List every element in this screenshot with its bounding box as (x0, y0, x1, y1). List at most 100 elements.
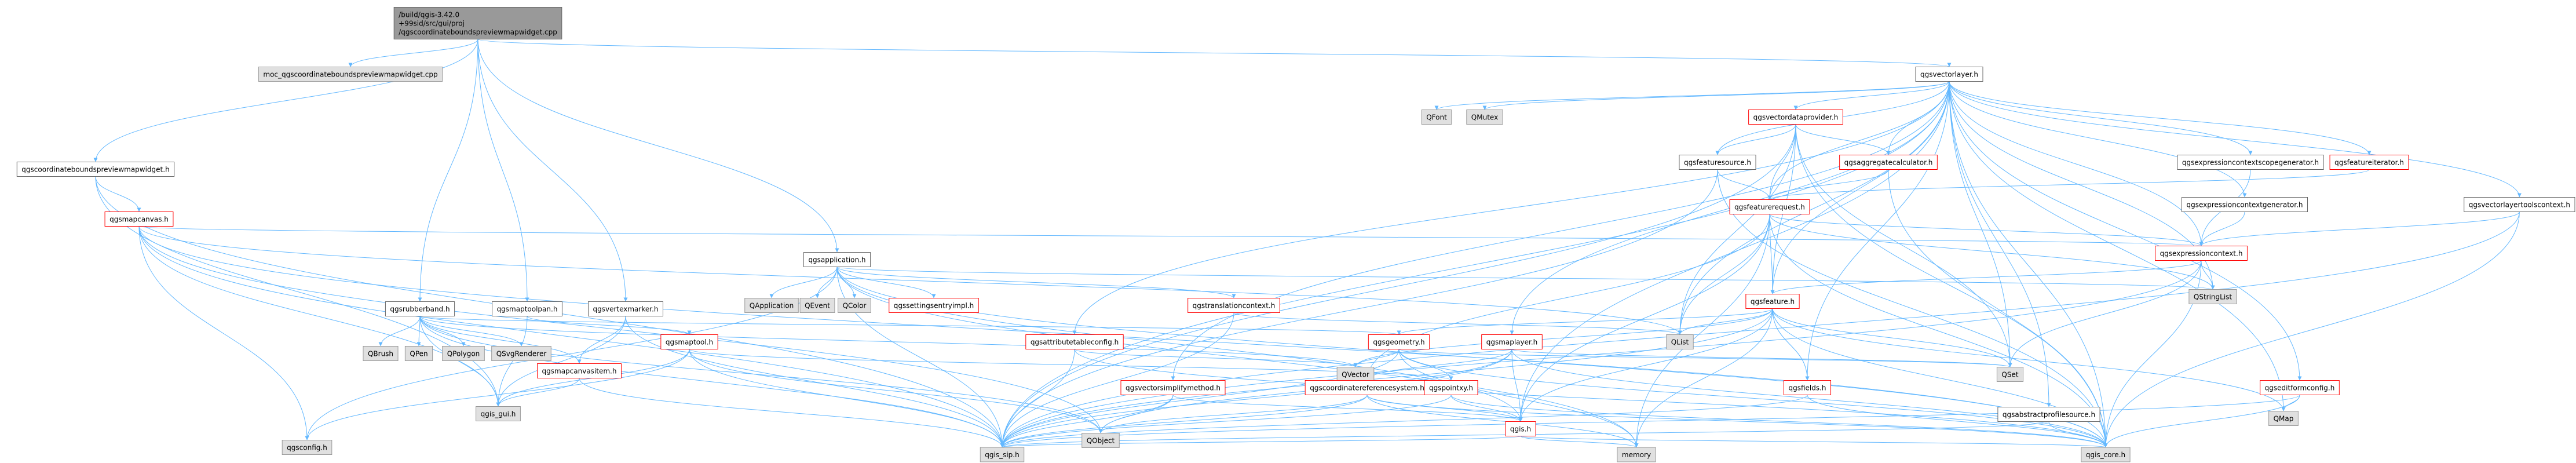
node-exprctx[interactable]: qgsexpressioncontext.h (2155, 246, 2248, 261)
node-qpolygon[interactable]: QPolygon (442, 346, 485, 361)
node-qfont[interactable]: QFont (1421, 110, 1452, 125)
node-mcitem[interactable]: qgsmapcanvasitem.h (537, 363, 622, 378)
edge-vectorlayer-to-vltools (1949, 81, 2522, 198)
node-vectorlayer[interactable]: qgsvectorlayer.h (1915, 67, 1983, 82)
node-qmutex[interactable]: QMutex (1466, 110, 1503, 125)
edge-exprgen-to-exprctx (2199, 212, 2245, 246)
node-vdp[interactable]: qgsvectordataprovider.h (1748, 110, 1843, 125)
node-box-geometry (1368, 334, 1430, 349)
node-box-qpen (404, 346, 433, 361)
node-label-moc: moc_qgscoordinateboundspreviewmapwidget.… (263, 71, 437, 79)
node-qsvg[interactable]: QSvgRenderer (491, 346, 551, 361)
node-qmap[interactable]: QMap (2268, 411, 2299, 426)
node-label-geometry: qgsgeometry.h (1373, 338, 1424, 347)
node-qgsconfig[interactable]: qgsconfig.h (282, 440, 332, 455)
node-label-qcolor: QColor (843, 302, 867, 310)
node-frequest[interactable]: qgsfeaturerequest.h (1729, 199, 1810, 214)
node-mapcanvas[interactable]: qgsmapcanvas.h (104, 212, 174, 227)
edge-vertexmarker-to-mcitem (577, 316, 626, 364)
node-application[interactable]: qgsapplication.h (803, 252, 871, 267)
node-box-qgiscore (2081, 447, 2131, 462)
node-qset[interactable]: QSet (1996, 367, 2024, 382)
node-editform[interactable]: qgseditformconfig.h (2260, 380, 2340, 395)
node-exprscope[interactable]: qgsexpressioncontextscopegenerator.h (2177, 155, 2324, 170)
node-geometry[interactable]: qgsgeometry.h (1368, 334, 1430, 349)
node-maptool[interactable]: qgsmaptool.h (660, 334, 718, 349)
node-fiterator[interactable]: qgsfeatureiterator.h (2329, 155, 2409, 170)
node-qcolor[interactable]: QColor (838, 298, 871, 313)
node-box-fiterator (2329, 155, 2409, 170)
node-root[interactable]: /build/qgis-3.42.0+99sid/src/gui/proj/qg… (393, 7, 562, 39)
node-qevent[interactable]: QEvent (799, 298, 835, 313)
edge-vectorlayer-to-exprgen (1949, 81, 2247, 198)
node-label-translation: qgstranslationcontext.h (1193, 302, 1276, 310)
node-translation[interactable]: qgstranslationcontext.h (1187, 298, 1280, 313)
edge-rubberband-to-qgsgui (419, 316, 500, 407)
edge-frequest-to-qstringlist (1769, 214, 2215, 290)
node-box-frequest (1729, 199, 1810, 214)
node-label-fields: qgsfields.h (1788, 384, 1826, 392)
node-qgissip[interactable]: qgis_sip.h (980, 447, 1025, 462)
edge-maptool-to-qgissip (689, 349, 1004, 448)
edge-vectorlayer-to-vdp (1793, 81, 1950, 110)
node-pointxy[interactable]: qgspointxy.h (1424, 380, 1478, 395)
edge-fsource-to-qgiscore (1717, 169, 2108, 448)
edge-vdp-to-fsource (1715, 124, 1796, 155)
edge-feature-to-memory (1634, 308, 1773, 448)
node-label-root: /build/qgis-3.42.0 (399, 11, 459, 19)
node-box-attrtable (1025, 334, 1124, 349)
node-aggcalc[interactable]: qgsaggregatecalculator.h (1839, 155, 1938, 170)
node-box-pointxy (1424, 380, 1478, 395)
node-vltools[interactable]: qgsvectorlayertoolscontext.h (2464, 197, 2575, 212)
node-qbrush[interactable]: QBrush (363, 346, 399, 361)
node-qlist[interactable]: QList (1666, 334, 1694, 349)
edge-maptool-to-qgsconfig (305, 349, 690, 440)
node-qstringlist[interactable]: QStringList (2188, 289, 2237, 304)
node-qapplication[interactable]: QApplication (744, 298, 799, 313)
node-box-vectorlayer (1915, 67, 1983, 82)
edge-maptool-to-qobject (689, 349, 1103, 433)
node-qgsgui[interactable]: qgis_gui.h (476, 406, 521, 421)
edge-application-to-qapplication (769, 267, 838, 298)
edge-exprctx-to-qgissip (1000, 260, 2202, 448)
edge-feature-to-qlist (1678, 308, 1773, 335)
edge-feature-to-qvector (1353, 308, 1773, 367)
node-qgiscore[interactable]: qgis_core.h (2081, 447, 2131, 462)
edge-maptool-to-pointxy (689, 349, 1453, 381)
node-profile[interactable]: qgsabstractprofilesource.h (1997, 407, 2100, 422)
node-box-qgsgui (476, 406, 521, 421)
node-qvector[interactable]: QVector (1336, 367, 1375, 382)
edge-rubberband-to-geometry (419, 316, 1401, 335)
node-moc[interactable]: moc_qgscoordinateboundspreviewmapwidget.… (258, 67, 443, 82)
node-attrtable[interactable]: qgsattributetableconfig.h (1025, 334, 1124, 349)
node-settingsentry[interactable]: qgssettingsentryimpl.h (889, 298, 979, 313)
node-label-feature: qgsfeature.h (1751, 298, 1795, 306)
edge-root-to-vertexmarker (477, 39, 628, 302)
node-label-fsource: qgsfeaturesource.h (1684, 159, 1751, 167)
node-label-qbrush: QBrush (368, 350, 393, 358)
node-qgish[interactable]: qgis.h (1505, 421, 1536, 436)
node-vertexmarker[interactable]: qgsvertexmarker.h (587, 301, 664, 316)
node-fsource[interactable]: qgsfeaturesource.h (1679, 155, 1756, 170)
edge-vectorlayer-to-qlist (1678, 81, 1950, 335)
node-qpen[interactable]: QPen (404, 346, 433, 361)
node-label-qmutex: QMutex (1471, 114, 1498, 122)
node-label-vertexmarker: qgsvertexmarker.h (593, 305, 658, 313)
node-maplayer[interactable]: qgsmaplayer.h (1481, 334, 1543, 349)
node-fields[interactable]: qgsfields.h (1783, 380, 1832, 395)
node-simplify[interactable]: qgsvectorsimplifymethod.h (1120, 380, 1226, 395)
node-label-frequest: qgsfeaturerequest.h (1734, 203, 1805, 212)
edge-vdp-to-qgiscore (1795, 124, 2108, 448)
node-memory[interactable]: memory (1617, 447, 1656, 462)
node-maptoolpan[interactable]: qgsmaptoolpan.h (492, 301, 562, 316)
node-crs[interactable]: qgscoordinatereferencesystem.h (1305, 380, 1430, 395)
node-qobject[interactable]: QObject (1081, 433, 1120, 448)
node-box-qmap (2268, 411, 2299, 426)
edge-mcitem-to-qgissip (579, 378, 1004, 448)
node-rubberband[interactable]: qgsrubberband.h (385, 301, 455, 316)
edge-exprctx-to-feature (1770, 260, 2202, 294)
node-label-qsvg: QSvgRenderer (496, 350, 547, 358)
node-widgeth[interactable]: qgscoordinateboundspreviewmapwidget.h (16, 162, 175, 177)
node-feature[interactable]: qgsfeature.h (1745, 294, 1800, 309)
node-exprgen[interactable]: qgsexpressioncontextgenerator.h (2181, 197, 2308, 212)
